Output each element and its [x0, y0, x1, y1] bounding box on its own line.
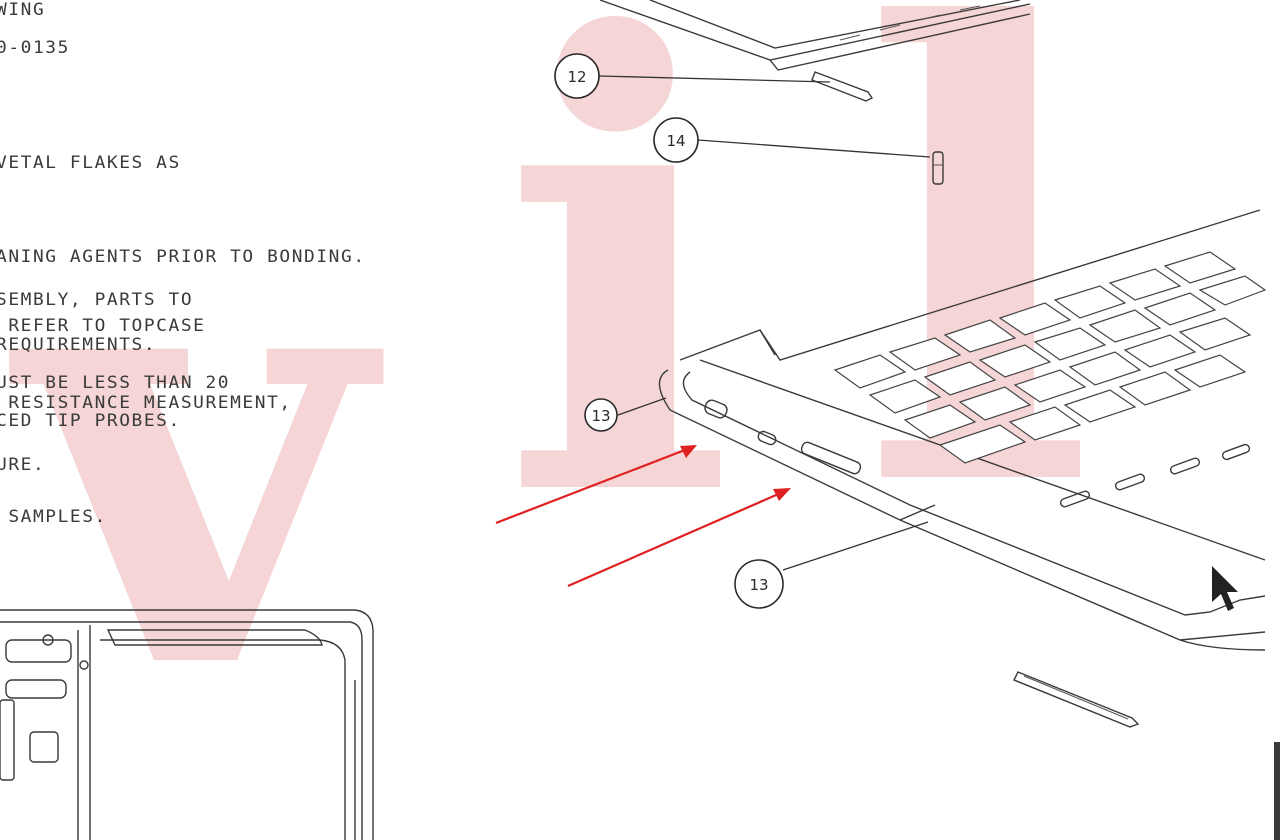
callout-13-lower-label: 13 — [749, 576, 768, 594]
red-arrow-1 — [495, 445, 697, 525]
callout-13-upper: 13 — [584, 398, 618, 432]
strip-part-12 — [811, 71, 874, 102]
watermark-letter-l: l — [860, 0, 1096, 624]
watermark-letter-i: i — [500, 0, 736, 634]
note-line-6: UST BE LESS THAN 20 — [0, 373, 231, 393]
leader-12 — [598, 75, 831, 83]
leader-14 — [697, 139, 931, 158]
inner-rail-slots — [1059, 443, 1251, 508]
note-line-4: REFER TO TOPCASE — [0, 316, 206, 336]
top-bezel-part — [599, 0, 1031, 71]
callout-12: 12 — [554, 53, 600, 99]
note-line-5: REQUIREMENTS. — [0, 335, 157, 355]
note-line-2: ANING AGENTS PRIOR TO BONDING. — [0, 247, 366, 267]
note-line-3: SEMBLY, PARTS TO — [0, 290, 194, 310]
callout-12-label: 12 — [567, 68, 586, 86]
title-line-2: 0-0135 — [0, 38, 70, 58]
topcase-body — [658, 209, 1267, 651]
red-arrow-2 — [567, 488, 791, 588]
note-line-8: CED TIP PROBES. — [0, 411, 181, 431]
title-line-1: WING — [0, 0, 46, 20]
note-line-10: SAMPLES. — [0, 507, 107, 527]
loose-strip-part — [1013, 671, 1140, 728]
leader-13-upper — [617, 397, 667, 416]
mouse-pointer-icon — [1212, 566, 1238, 611]
keyboard-grid — [833, 251, 1267, 464]
scrollbar[interactable] — [1274, 742, 1280, 840]
leader-13-lower — [782, 521, 929, 571]
callout-13-upper-label: 13 — [591, 407, 610, 425]
detail-view-bottom-left — [0, 609, 374, 840]
callout-13-lower: 13 — [734, 559, 784, 609]
callout-14-label: 14 — [666, 132, 685, 150]
note-line-7: RESISTANCE MEASUREMENT, — [0, 393, 292, 413]
callout-14: 14 — [653, 117, 699, 163]
screw-part-14 — [932, 151, 944, 185]
note-line-9: URE. — [0, 455, 46, 475]
note-line-1: VETAL FLAKES AS — [0, 153, 181, 173]
